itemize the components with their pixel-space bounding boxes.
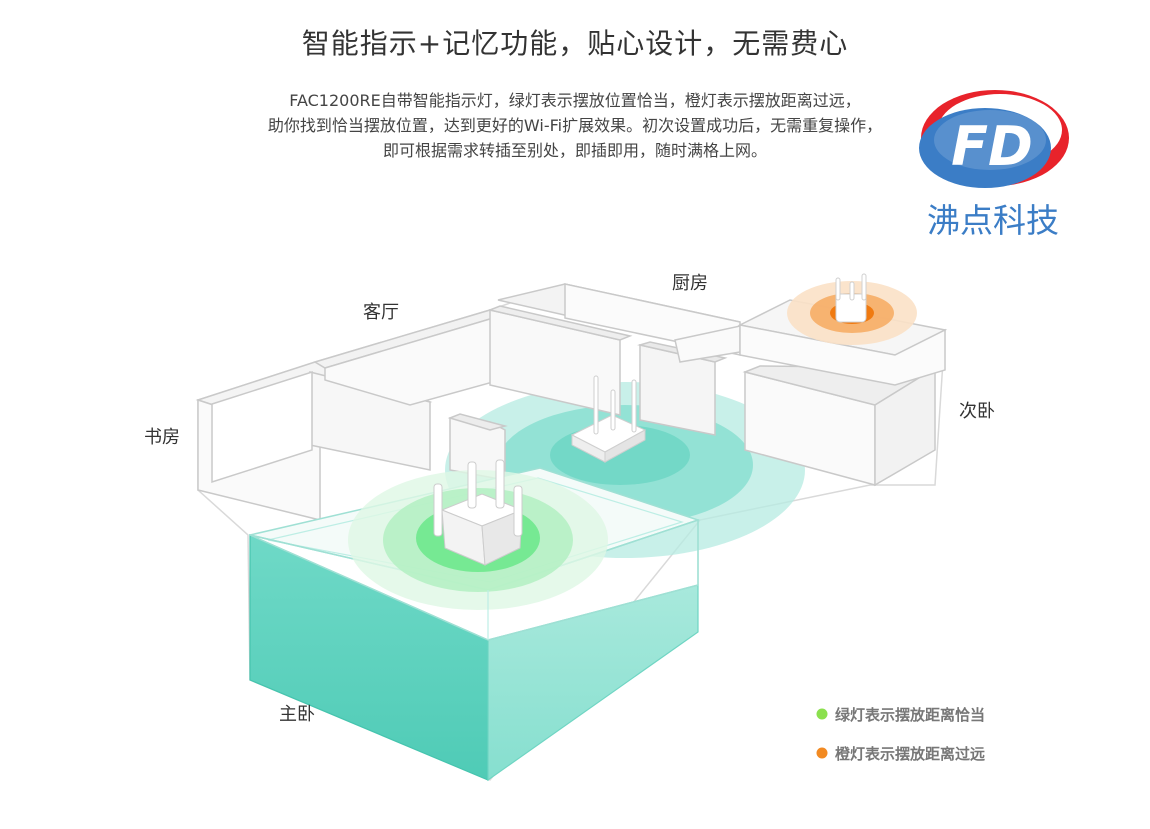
legend-dot-orange: [816, 747, 828, 759]
description-line-1: FAC1200RE自带智能指示灯，绿灯表示摆放位置恰当，橙灯表示摆放距离过远，: [289, 91, 861, 110]
description: FAC1200RE自带智能指示灯，绿灯表示摆放位置恰当，橙灯表示摆放距离过远， …: [150, 88, 1000, 163]
master-bedroom: [249, 467, 701, 782]
kitchen-walls: [497, 283, 741, 436]
legend-dot-green: [816, 708, 828, 720]
room-label-study: 书房: [144, 427, 180, 448]
partition-wall: [447, 413, 508, 481]
room-label-living-room: 客厅: [363, 302, 399, 323]
description-line-2: 助你找到恰当摆放位置，达到更好的Wi-Fi扩展效果。初次设置成功后，无需重复操作…: [267, 116, 883, 135]
room-label-master-bedroom: 主卧: [279, 704, 315, 725]
living-room-walls: [313, 305, 633, 416]
logo-letters: FD: [951, 115, 1033, 178]
study-room: [195, 361, 433, 521]
description-line-3: 即可根据需求转插至别处，即插即用，随时满格上网。: [382, 141, 767, 160]
brand-logo: FD 沸点科技: [919, 90, 1069, 240]
extender-orange-icon: [835, 273, 867, 323]
brand-name: 沸点科技: [927, 201, 1059, 240]
logo-blue-swoosh: [919, 108, 1051, 188]
legend: 绿灯表示摆放距离恰当 橙灯表示摆放距离过远: [816, 706, 985, 763]
legend-label-orange: 橙灯表示摆放距离过远: [835, 745, 985, 763]
floor-outline: [197, 283, 946, 781]
main-router-icon: [570, 375, 647, 463]
page-title: 智能指示+记忆功能，贴心设计，无需费心: [301, 27, 849, 60]
room-label-kitchen: 厨房: [672, 273, 708, 294]
extender-green-icon: [433, 459, 524, 566]
room-label-second-bedroom: 次卧: [959, 401, 995, 422]
legend-label-green: 绿灯表示摆放距离恰当: [835, 706, 985, 724]
